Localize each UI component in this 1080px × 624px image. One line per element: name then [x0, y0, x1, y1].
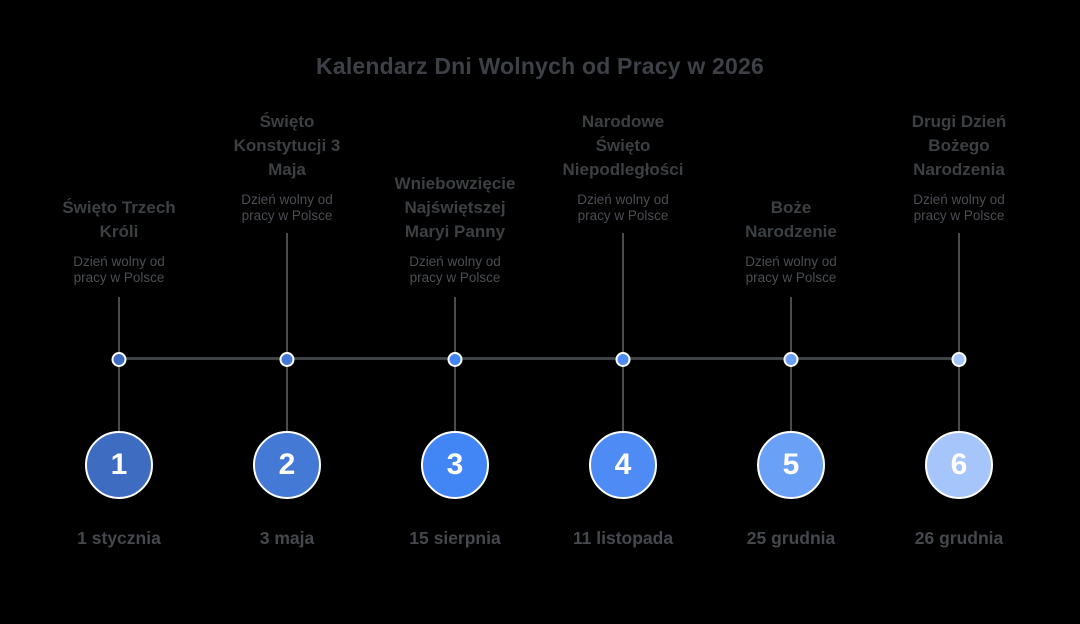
event-label: Święto Konstytucji 3 Maja Dzień wolny od… [192, 110, 382, 225]
event-number: 4 [614, 448, 632, 481]
event-title: Boże Narodzenie [745, 198, 837, 242]
event-number: 2 [278, 448, 296, 481]
timeline-node-dot [783, 352, 799, 367]
timeline-event: Wniebowzięcie Najświętszej Maryi Panny D… [360, 0, 550, 624]
event-label: Boże Narodzenie Dzień wolny od pracy w P… [696, 196, 886, 287]
event-label: Narodowe Święto Niepodległości Dzień wol… [528, 110, 718, 225]
event-title: Drugi Dzień Bożego Narodzenia [911, 112, 1007, 180]
event-description: Dzień wolny od pracy w Polsce [409, 253, 501, 286]
event-title: Święto Konstytucji 3 Maja [233, 112, 341, 180]
event-number: 6 [950, 448, 968, 481]
connector-line-upper [958, 233, 960, 358]
event-number-circle: 1 [85, 431, 153, 499]
event-number-circle: 2 [253, 431, 321, 499]
timeline-event: Święto Trzech Króli Dzień wolny od pracy… [24, 0, 214, 624]
event-date: 11 listopada [572, 528, 674, 548]
page-title: Kalendarz Dni Wolnych od Pracy w 2026 [316, 53, 764, 79]
connector-line-upper [790, 297, 792, 358]
event-number: 3 [446, 448, 464, 481]
event-number-circle: 5 [757, 431, 825, 499]
timeline-event: Święto Konstytucji 3 Maja Dzień wolny od… [192, 0, 382, 624]
connector-line-upper [286, 233, 288, 358]
connector-line-lower [622, 358, 624, 432]
event-number-circle: 6 [925, 431, 993, 499]
event-number-circle: 4 [589, 431, 657, 499]
timeline-node-dot [951, 352, 967, 367]
event-description: Dzień wolny od pracy w Polsce [913, 191, 1005, 224]
timeline-node-dot [447, 352, 463, 367]
event-title: Święto Trzech Króli [62, 198, 176, 242]
event-number: 1 [110, 448, 128, 481]
event-description: Dzień wolny od pracy w Polsce [577, 191, 669, 224]
timeline-node-dot [111, 352, 127, 367]
timeline-node-dot [615, 352, 631, 367]
timeline-event: Boże Narodzenie Dzień wolny od pracy w P… [696, 0, 886, 624]
event-description: Dzień wolny od pracy w Polsce [241, 191, 333, 224]
event-title: Narodowe Święto Niepodległości [562, 112, 684, 180]
connector-line-upper [622, 233, 624, 358]
connector-line-lower [454, 358, 456, 432]
event-date: 15 sierpnia [409, 528, 501, 548]
timeline-event: Narodowe Święto Niepodległości Dzień wol… [528, 0, 718, 624]
timeline-axis-line [119, 357, 960, 360]
event-date: 3 maja [259, 528, 315, 548]
event-title: Wniebowzięcie Najświętszej Maryi Panny [394, 174, 516, 242]
connector-line-lower [286, 358, 288, 432]
connector-line-lower [958, 358, 960, 432]
connector-line-upper [454, 297, 456, 358]
connector-line-lower [118, 358, 120, 432]
connector-line-lower [790, 358, 792, 432]
timeline-node-dot [279, 352, 295, 367]
event-description: Dzień wolny od pracy w Polsce [745, 253, 837, 286]
event-label: Święto Trzech Króli Dzień wolny od pracy… [24, 196, 214, 287]
event-number: 5 [782, 448, 800, 481]
event-label: Wniebowzięcie Najświętszej Maryi Panny D… [360, 172, 550, 287]
event-date: 26 grudnia [914, 528, 1004, 548]
event-description: Dzień wolny od pracy w Polsce [73, 253, 165, 286]
event-label: Drugi Dzień Bożego Narodzenia Dzień woln… [864, 110, 1054, 225]
event-date: 1 stycznia [77, 528, 161, 548]
timeline-event: Drugi Dzień Bożego Narodzenia Dzień woln… [864, 0, 1054, 624]
event-number-circle: 3 [421, 431, 489, 499]
connector-line-upper [118, 297, 120, 358]
event-date: 25 grudnia [746, 528, 836, 548]
